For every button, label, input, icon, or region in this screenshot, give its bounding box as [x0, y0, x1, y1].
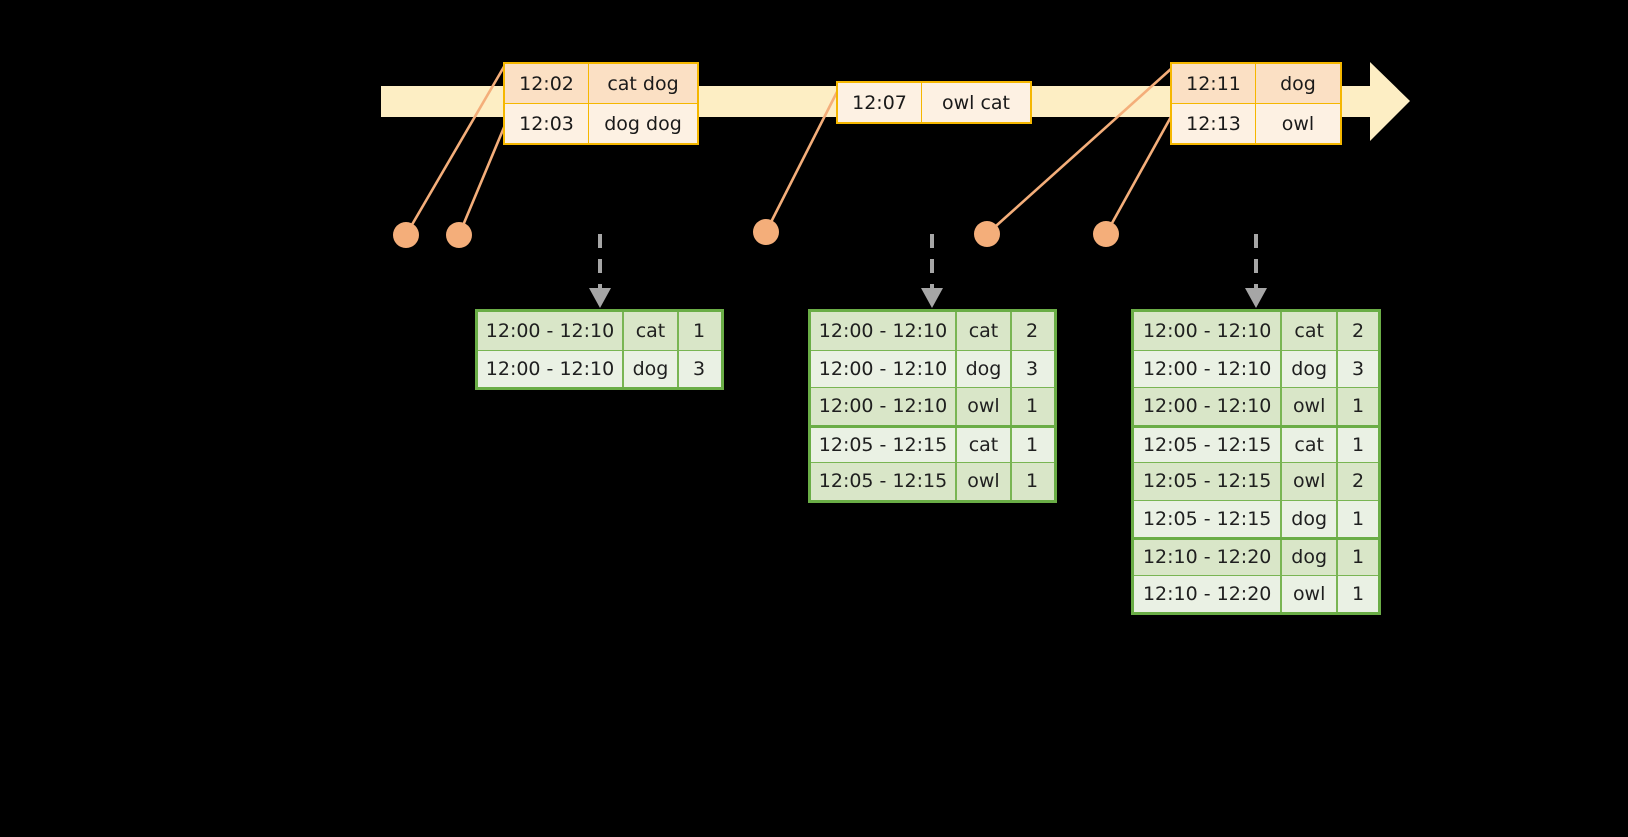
cell-count: 2 [1351, 470, 1365, 493]
dot-4 [974, 221, 1000, 247]
cell-count: 1 [1351, 395, 1365, 418]
cell-count: 3 [1351, 357, 1365, 380]
cell-count: 3 [1025, 357, 1039, 380]
event-row[interactable]: 12:13 owl [1172, 103, 1340, 143]
event-row[interactable]: 12:03 dog dog [505, 103, 697, 143]
cell-count: 2 [1351, 319, 1365, 342]
cell-count: 1 [1351, 546, 1365, 569]
cell-key: dog [1282, 350, 1338, 387]
cell-key: dog [624, 350, 679, 387]
event-dots [393, 219, 1119, 248]
cell-count: 1 [1025, 470, 1039, 493]
table-row[interactable]: 12:10 - 12:20 owl 1 [1134, 574, 1378, 612]
table-row[interactable]: 12:00 - 12:10 cat 2 [1134, 312, 1378, 350]
cell-count: 1 [692, 319, 706, 342]
event-value: dog [1280, 72, 1316, 95]
emit-arrow-2 [921, 234, 943, 308]
cell-count: 2 [1025, 319, 1039, 342]
cell-count: 1 [1025, 433, 1039, 456]
emit-arrow-1 [589, 234, 611, 308]
cell-window: 12:05 - 12:15 [811, 427, 957, 462]
table-row[interactable]: 12:05 - 12:15 cat 1 [811, 424, 1054, 462]
dot-1 [393, 222, 419, 248]
cell-window: 12:05 - 12:15 [1134, 427, 1283, 462]
cell-count: 1 [1351, 507, 1365, 530]
event-value: cat dog [607, 72, 679, 95]
table-row[interactable]: 12:05 - 12:15 dog 1 [1134, 499, 1378, 537]
cell-key: owl [1282, 575, 1338, 612]
table-row[interactable]: 12:00 - 12:10 cat 1 [478, 312, 721, 350]
table-row[interactable]: 12:10 - 12:20 dog 1 [1134, 537, 1378, 575]
cell-key: cat [1282, 312, 1338, 350]
cell-key: cat [957, 312, 1012, 350]
event-time: 12:07 [838, 83, 922, 122]
table-row[interactable]: 12:00 - 12:10 dog 3 [811, 349, 1054, 387]
cell-window: 12:05 - 12:15 [1134, 500, 1283, 537]
table-row[interactable]: 12:00 - 12:10 owl 1 [1134, 387, 1378, 425]
emit-arrow-3 [1245, 234, 1267, 308]
cell-window: 12:05 - 12:15 [1134, 463, 1283, 500]
cell-window: 12:10 - 12:20 [1134, 540, 1283, 575]
event-value: owl cat [941, 91, 1011, 114]
emit-arrows [589, 234, 1267, 308]
cell-window: 12:00 - 12:10 [1134, 312, 1283, 350]
cell-key: cat [624, 312, 679, 350]
event-row[interactable]: 12:11 dog [1172, 64, 1340, 103]
cell-window: 12:00 - 12:10 [478, 350, 624, 387]
table-row[interactable]: 12:05 - 12:15 cat 1 [1134, 424, 1378, 462]
cell-key: dog [1282, 500, 1338, 537]
table-row[interactable]: 12:00 - 12:10 owl 1 [811, 387, 1054, 425]
table-row[interactable]: 12:00 - 12:10 dog 3 [1134, 349, 1378, 387]
table-row[interactable]: 12:00 - 12:10 dog 3 [478, 349, 721, 387]
event-row[interactable]: 12:07 owl cat [838, 83, 1030, 122]
event-time: 12:13 [1172, 104, 1256, 143]
event-group-3[interactable]: 12:11 dog 12:13 owl [1170, 62, 1342, 145]
cell-key: cat [1282, 427, 1338, 462]
cell-window: 12:00 - 12:10 [811, 388, 957, 425]
cell-key: owl [1282, 388, 1338, 425]
cell-window: 12:00 - 12:10 [1134, 350, 1283, 387]
dot-3 [753, 219, 779, 245]
cell-window: 12:10 - 12:20 [1134, 575, 1283, 612]
event-group-1[interactable]: 12:02 cat dog 12:03 dog dog [503, 62, 699, 145]
event-value: dog dog [604, 112, 682, 135]
cell-window: 12:00 - 12:10 [811, 312, 957, 350]
event-group-2[interactable]: 12:07 owl cat [836, 81, 1032, 124]
cell-key: dog [1282, 540, 1338, 575]
cell-key: owl [957, 463, 1012, 500]
result-table-2[interactable]: 12:00 - 12:10 cat 2 12:00 - 12:10 dog 3 … [808, 309, 1057, 503]
table-row[interactable]: 12:05 - 12:15 owl 2 [1134, 462, 1378, 500]
table-row[interactable]: 12:00 - 12:10 cat 2 [811, 312, 1054, 350]
event-time: 12:03 [505, 104, 589, 143]
cell-count: 3 [692, 357, 706, 380]
cell-window: 12:00 - 12:10 [478, 312, 624, 350]
cell-key: dog [957, 350, 1012, 387]
cell-count: 1 [1351, 433, 1365, 456]
result-table-1[interactable]: 12:00 - 12:10 cat 1 12:00 - 12:10 dog 3 [475, 309, 724, 390]
dot-5 [1093, 221, 1119, 247]
cell-key: owl [1282, 463, 1338, 500]
dot-2 [446, 222, 472, 248]
cell-window: 12:00 - 12:10 [811, 350, 957, 387]
cell-count: 1 [1351, 582, 1365, 605]
event-time: 12:02 [505, 64, 589, 103]
cell-key: cat [957, 427, 1012, 462]
cell-count: 1 [1025, 395, 1039, 418]
event-row[interactable]: 12:02 cat dog [505, 64, 697, 103]
event-time: 12:11 [1172, 64, 1256, 103]
cell-key: owl [957, 388, 1012, 425]
cell-window: 12:05 - 12:15 [811, 463, 957, 500]
table-row[interactable]: 12:05 - 12:15 owl 1 [811, 462, 1054, 500]
result-table-3[interactable]: 12:00 - 12:10 cat 2 12:00 - 12:10 dog 3 … [1131, 309, 1381, 615]
cell-window: 12:00 - 12:10 [1134, 388, 1283, 425]
event-value: owl [1281, 112, 1315, 135]
